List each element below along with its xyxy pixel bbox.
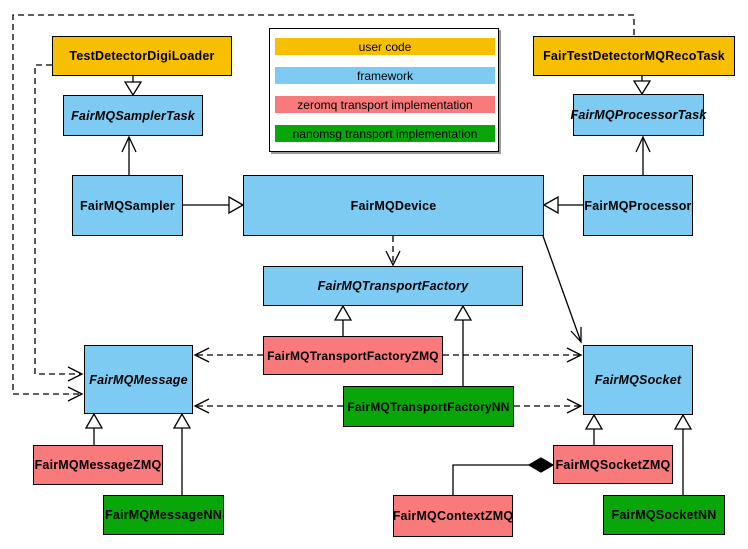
legend-swatch-nanomsg: nanomsg transport implementation	[275, 125, 495, 142]
edge-association-device-socket	[542, 235, 582, 344]
node-fairtestdetectormqrecotask: FairTestDetectorMQRecoTask	[533, 36, 735, 76]
legend-row: zeromq transport implementation	[275, 96, 495, 113]
node-label: FairMQSamplerTask	[71, 108, 195, 123]
node-fairmqsocketzmq: FairMQSocketZMQ	[553, 445, 673, 484]
edge-inheritance-sampler-device	[183, 195, 245, 215]
node-label: FairMQSocketZMQ	[555, 457, 671, 472]
node-testdetectordigiloader: TestDetectorDigiLoader	[52, 36, 232, 76]
node-label: FairTestDetectorMQRecoTask	[543, 49, 725, 63]
node-fairmqtransportfactoryzmq: FairMQTransportFactoryZMQ	[263, 336, 443, 375]
edge-dependency-factoryzmq-message	[193, 347, 263, 363]
node-fairmqcontextzmq: FairMQContextZMQ	[393, 495, 513, 537]
node-fairmqtransportfactory: FairMQTransportFactory	[263, 266, 523, 306]
node-label: FairMQMessage	[89, 372, 188, 387]
edge-dependency-factorynn-message	[193, 398, 343, 414]
edge-inheritance-messagezmq-message	[84, 412, 104, 445]
edge-composition-contextzmq-socketzmq	[452, 457, 555, 495]
legend-swatch-zeromq: zeromq transport implementation	[275, 96, 495, 113]
node-fairmqmessagezmq: FairMQMessageZMQ	[33, 445, 163, 485]
edge-inheritance-digiloader-samplertask	[123, 76, 143, 97]
legend-row: nanomsg transport implementation	[275, 125, 495, 142]
node-label: FairMQTransportFactoryZMQ	[267, 348, 439, 363]
node-label: FairMQMessageNN	[105, 508, 222, 522]
node-label: TestDetectorDigiLoader	[69, 49, 215, 63]
legend-swatch-framework: framework	[275, 67, 495, 84]
edge-dependency-factoryzmq-socket	[443, 347, 583, 363]
node-label: FairMQSampler	[80, 198, 175, 213]
legend-row: user code	[275, 38, 495, 55]
node-fairmqdevice: FairMQDevice	[243, 175, 544, 236]
edge-dependency-recotask-message	[12, 14, 635, 402]
node-fairmqprocessortask: FairMQProcessorTask	[570, 94, 707, 136]
edge-association-sampler-samplertask	[121, 135, 137, 175]
edge-inheritance-socketnn-socket	[673, 413, 693, 495]
node-fairmqprocessor: FairMQProcessor	[583, 175, 693, 236]
edge-inheritance-factoryzmq-factory	[333, 304, 353, 336]
node-label: FairMQProcessor	[584, 198, 692, 213]
node-label: FairMQSocket	[594, 373, 682, 387]
edge-dependency-digiloader-message	[34, 64, 84, 382]
node-fairmqsampler: FairMQSampler	[72, 175, 183, 236]
edge-inheritance-recotask-processortask	[632, 76, 652, 96]
edge-inheritance-factorynn-factory	[453, 304, 473, 386]
legend-row: framework	[275, 67, 495, 84]
node-fairmqmessagenn: FairMQMessageNN	[103, 495, 224, 535]
edge-inheritance-socketzmq-socket	[584, 413, 604, 445]
node-label: FairMQDevice	[350, 198, 437, 213]
node-fairmqmessage: FairMQMessage	[84, 345, 193, 414]
edge-dependency-factorynn-socket	[514, 398, 583, 414]
node-label: FairMQContextZMQ	[392, 509, 514, 523]
edge-inheritance-processor-device	[542, 195, 583, 215]
node-fairmqsocketnn: FairMQSocketNN	[603, 495, 725, 535]
node-label: FairMQTransportFactoryNN	[347, 399, 510, 414]
node-label: FairMQTransportFactory	[317, 279, 469, 293]
edge-dependency-device-transportfactory	[385, 236, 401, 267]
edge-association-processor-processortask	[635, 135, 651, 175]
node-label: FairMQProcessorTask	[570, 108, 707, 122]
node-label: FairMQSocketNN	[611, 508, 717, 522]
legend-swatch-user-code: user code	[275, 38, 495, 55]
node-fairmqsocket: FairMQSocket	[583, 345, 693, 415]
node-label: FairMQMessageZMQ	[34, 458, 162, 472]
node-fairmqsamplertask: FairMQSamplerTask	[63, 95, 203, 136]
node-fairmqtransportfactorynn: FairMQTransportFactoryNN	[343, 386, 514, 427]
edge-inheritance-messagenn-message	[172, 412, 192, 495]
legend: user code framework zeromq transport imp…	[269, 28, 499, 152]
